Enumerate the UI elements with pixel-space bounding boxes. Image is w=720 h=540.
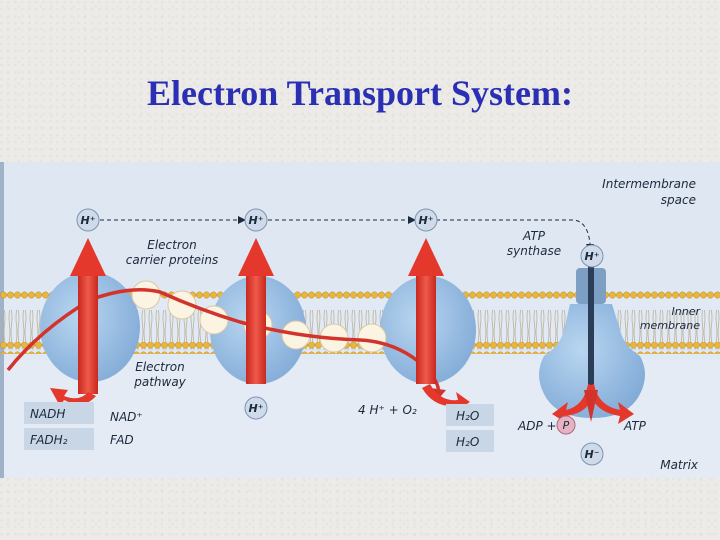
label-membrane: membrane xyxy=(640,319,700,332)
svg-text:H⁺: H⁺ xyxy=(584,250,599,263)
label-space: space xyxy=(661,193,696,207)
label-nadh: NADH xyxy=(30,407,65,421)
label-inner: Inner xyxy=(672,305,702,318)
label-oxygen: 4 H⁺ + O₂ xyxy=(358,403,417,417)
label-matrix: Matrix xyxy=(660,458,699,472)
h-plus-ion-3: H⁺ xyxy=(414,208,438,232)
label-water-2: H₂O xyxy=(456,435,479,449)
label-phosphate: P xyxy=(563,419,570,432)
water-box-1 xyxy=(446,404,494,426)
svg-text:H⁺: H⁺ xyxy=(418,214,433,227)
atp-synthase xyxy=(539,260,645,418)
proton-pump-arrow-2 xyxy=(238,238,274,384)
svg-text:H⁺: H⁺ xyxy=(248,214,263,227)
phosphate-circle xyxy=(556,415,576,435)
label-nad-plus: NAD⁺ xyxy=(110,410,143,424)
proton-pump-arrow-1 xyxy=(50,238,106,406)
svg-text:H⁺: H⁺ xyxy=(248,402,263,415)
label-electron-carrier-2: carrier proteins xyxy=(126,253,218,267)
label-intermembrane: Intermembrane xyxy=(602,177,696,191)
label-atp-synthase-2: synthase xyxy=(507,244,561,258)
h-plus-ion-4: H⁺ xyxy=(580,244,604,268)
water-box-2 xyxy=(446,430,494,452)
fadh2-box xyxy=(24,428,94,450)
svg-text:H⁺: H⁺ xyxy=(80,214,95,227)
label-fad: FAD xyxy=(110,433,134,447)
label-atp: ATP xyxy=(623,419,647,433)
h-plus-ion-1: H⁺ xyxy=(76,208,100,232)
label-electron-carrier-1: Electron xyxy=(147,238,196,252)
label-electron-pathway-1: Electron xyxy=(135,360,184,374)
h-plus-ion-2: H⁺ xyxy=(244,208,268,232)
nadh-box xyxy=(24,402,94,424)
label-fadh2: FADH₂ xyxy=(30,433,68,447)
slide-title: Electron Transport System: xyxy=(147,73,573,113)
etc-diagram: H⁺ H⁺ H⁺ H⁺ H⁺ H⁻ Intermembrane space In… xyxy=(0,162,720,478)
label-water-1: H₂O xyxy=(456,409,479,423)
h-minus-ion: H⁻ xyxy=(580,442,604,466)
label-atp-1: ATP xyxy=(522,229,546,243)
atp-synthesis-arrows xyxy=(552,384,634,424)
svg-text:H⁻: H⁻ xyxy=(584,448,599,461)
label-adp: ADP + xyxy=(517,419,557,433)
label-electron-pathway-2: pathway xyxy=(133,375,186,389)
h-plus-ion-5: H⁺ xyxy=(244,396,268,420)
proton-dashed-path xyxy=(100,219,591,245)
